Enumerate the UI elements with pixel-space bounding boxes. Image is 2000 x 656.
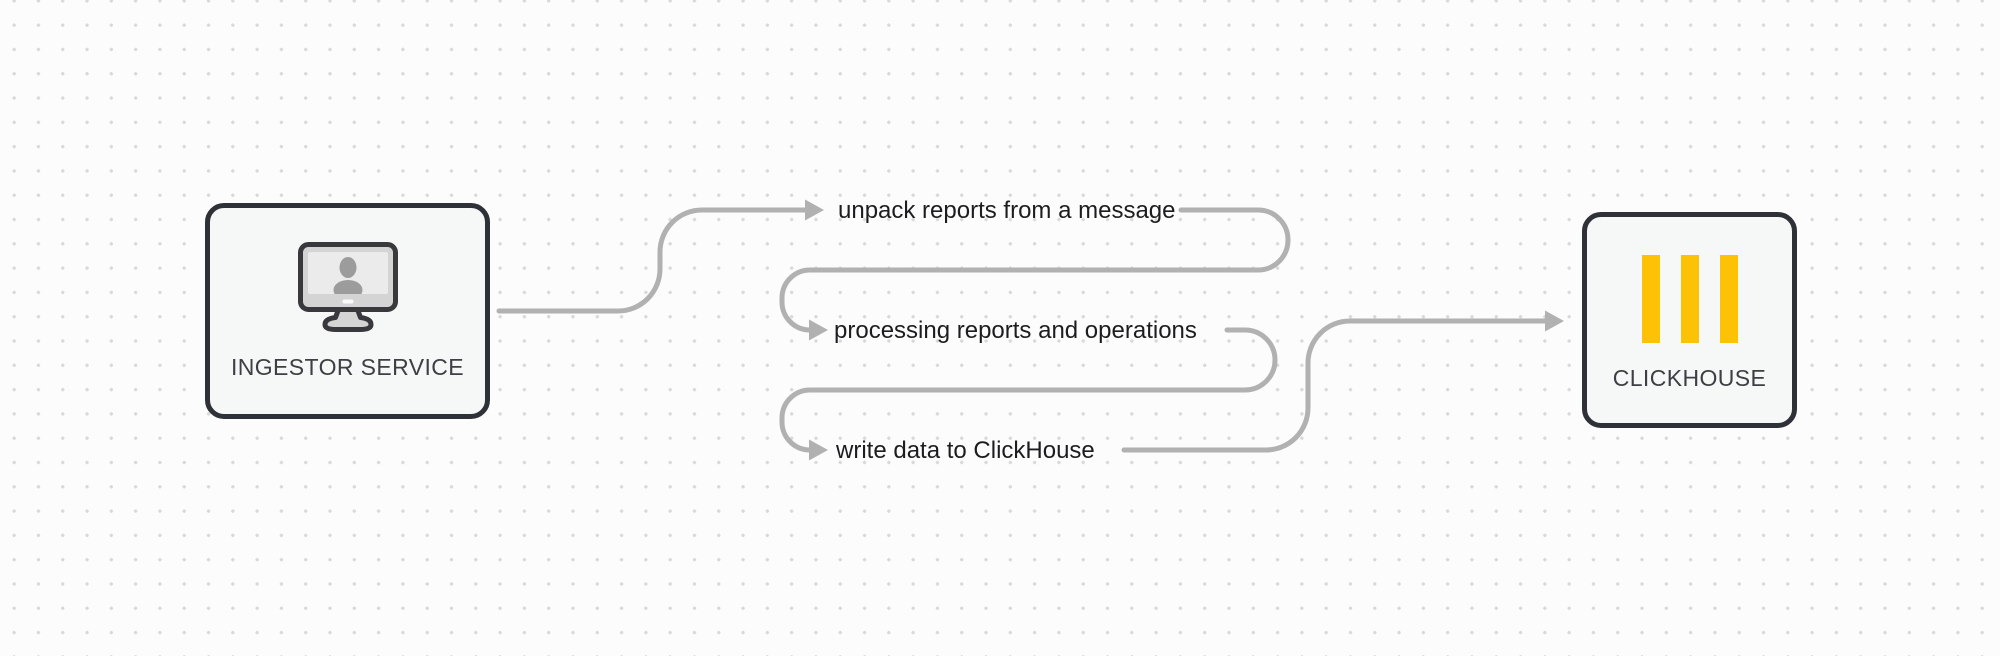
arrow-step2-to-step3 — [779, 327, 1278, 461]
clickhouse-bars-logo-icon — [1641, 254, 1738, 343]
node-clickhouse: CLICKHOUSE — [1582, 212, 1797, 428]
node-ingestor-service: INGESTOR SERVICE — [205, 203, 490, 419]
arrow-step1-to-step2 — [779, 207, 1291, 341]
arrow-ingestor-to-step1 — [496, 199, 824, 314]
clickhouse-label: CLICKHOUSE — [1612, 364, 1767, 391]
step-label-write: write data to ClickHouse — [836, 437, 1095, 464]
clickhouse-bar — [1719, 254, 1738, 343]
step-label-unpack: unpack reports from a message — [838, 197, 1176, 224]
ingestor-service-label: INGESTOR SERVICE — [230, 353, 465, 380]
step-label-processing: processing reports and operations — [834, 317, 1197, 344]
monitor-user-icon — [297, 241, 398, 332]
clickhouse-bar — [1641, 254, 1660, 343]
clickhouse-bar — [1680, 254, 1699, 343]
